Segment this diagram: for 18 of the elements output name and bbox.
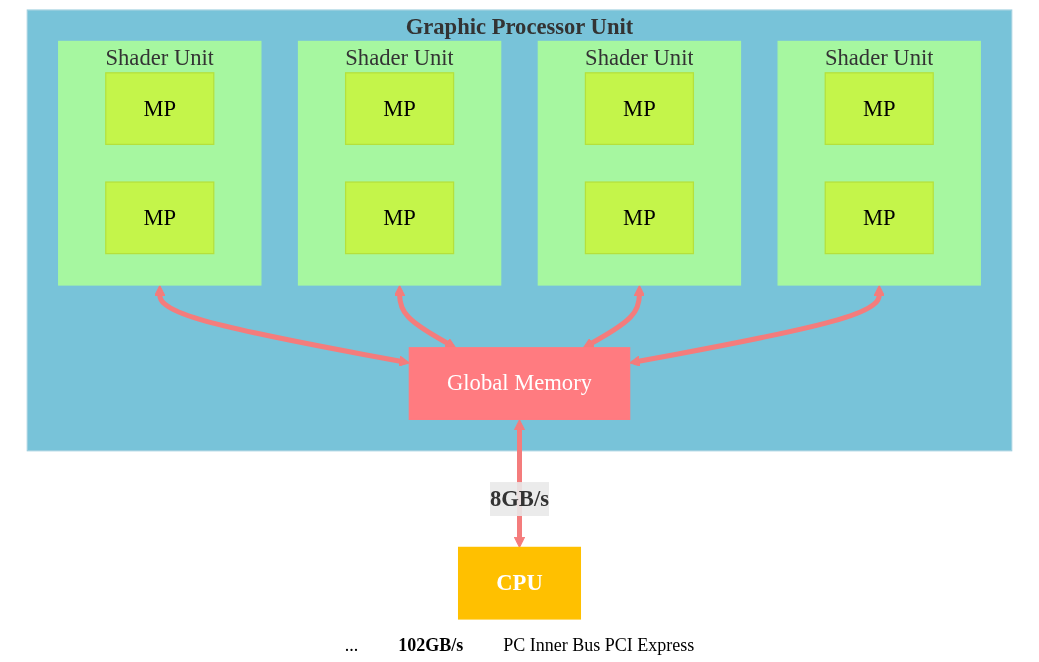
node-box: MP (105, 72, 215, 145)
arrow (394, 285, 457, 349)
node-box: MP (344, 72, 455, 145)
bus-label: PC Inner Bus PCI Express (503, 635, 695, 656)
node-box: MP (584, 72, 695, 145)
edge-label: 8GB/s (489, 485, 550, 511)
arrow (629, 285, 885, 367)
arrow (582, 285, 645, 349)
node-box: MP (824, 72, 934, 145)
node-box: MP (824, 181, 934, 255)
arrow (154, 285, 410, 367)
node-box: MP (344, 181, 455, 255)
node-box: Global Memory (408, 347, 631, 420)
node-box: MP (584, 181, 695, 255)
node-box: CPU (458, 546, 581, 620)
ellipsis-label: ... (344, 635, 359, 656)
bandwidth-label: 102GB/s (398, 635, 464, 656)
node-box: MP (105, 181, 215, 255)
